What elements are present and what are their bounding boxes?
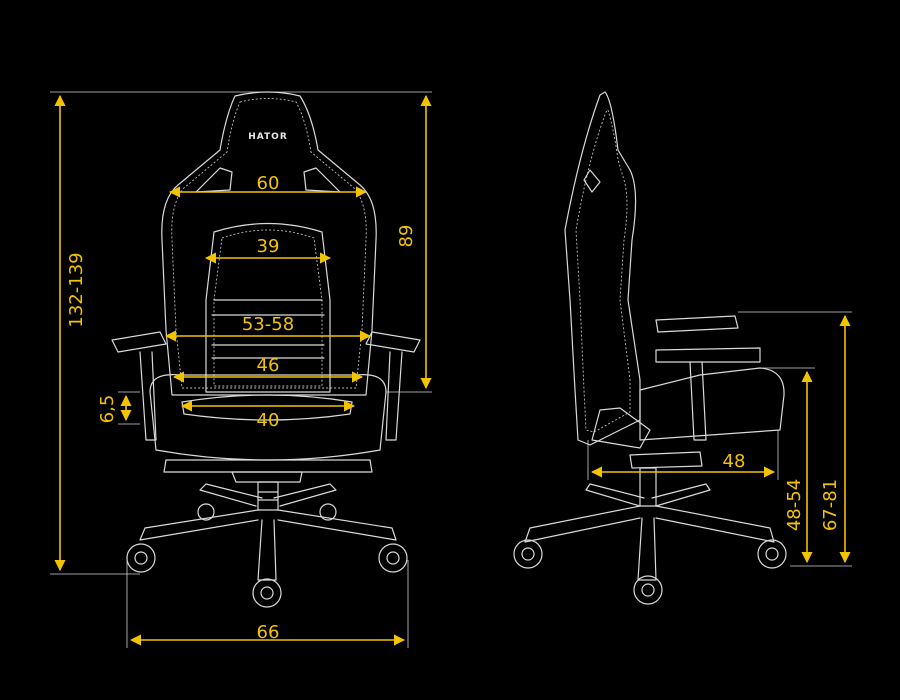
shoulder-width-label: 60: [257, 173, 280, 194]
dim-armrest-width: 53-58: [164, 314, 372, 342]
dim-seat-height: 48-54: [760, 367, 852, 567]
side-chair-drawing: [513, 91, 787, 605]
seat-depth-label: 48: [723, 451, 746, 472]
seat-width-label: 40: [257, 410, 280, 431]
armrest-height-label: 67-81: [820, 479, 841, 531]
backrest-inner-width-label: 39: [257, 236, 280, 257]
dim-total-height: 132-139: [50, 91, 300, 575]
dim-seat-depth: 48: [587, 430, 779, 480]
front-chair-drawing: [111, 91, 421, 608]
dim-armrest-height: 67-81: [738, 311, 852, 564]
dim-shoulder-width: 60: [168, 173, 368, 198]
dim-backrest-inner-width: 39: [204, 236, 332, 264]
dim-seat-width: 40: [180, 400, 356, 431]
base-width-label: 66: [257, 622, 280, 643]
backrest-height-label: 89: [396, 225, 417, 248]
dim-base-width: 66: [126, 560, 409, 648]
dim-armrest-adjust: 6,5: [97, 391, 140, 425]
armrest-width-label: 53-58: [242, 314, 294, 335]
seat-height-label: 48-54: [784, 479, 805, 531]
armrest-adjust-label: 6,5: [97, 395, 118, 424]
brand-logo: HATOR: [248, 132, 288, 142]
seat-back-width-label: 46: [257, 355, 280, 376]
dim-seat-back-width: 46: [172, 355, 364, 383]
dim-backrest-height: 89: [300, 91, 432, 393]
total-height-label: 132-139: [66, 252, 87, 327]
